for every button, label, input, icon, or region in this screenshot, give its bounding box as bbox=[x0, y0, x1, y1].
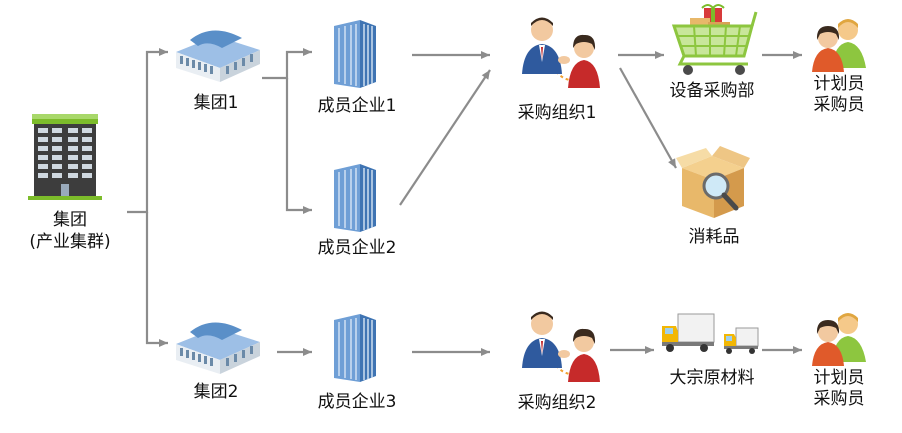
arrow-org1-consumables bbox=[619, 67, 677, 169]
member1-node bbox=[330, 18, 380, 90]
planner-buyer1-label-2: 采购员 bbox=[813, 95, 865, 115]
planner-buyer2-label-1: 计划员 bbox=[813, 368, 865, 388]
headquarters-building-icon bbox=[176, 30, 260, 82]
member2-label: 成员企业2 bbox=[317, 238, 397, 258]
arrow-member2-org1 bbox=[399, 69, 491, 206]
arrow-root-group2 bbox=[145, 212, 168, 347]
purchase-org2-label: 采购组织2 bbox=[517, 393, 597, 413]
headquarters-building-icon bbox=[176, 322, 260, 374]
arrow-group1-member2 bbox=[285, 78, 312, 214]
handshake-icon bbox=[522, 311, 600, 382]
purchase-org1-node bbox=[518, 14, 606, 90]
planner-buyer2-label-2: 采购员 bbox=[813, 389, 865, 409]
skyscraper-icon bbox=[334, 164, 376, 232]
planner-buyer2-node bbox=[810, 310, 868, 366]
box-magnifier-icon bbox=[676, 146, 750, 218]
equipment-dept-node bbox=[668, 4, 760, 76]
group-root-label-1: 集团 bbox=[53, 210, 87, 230]
planner-buyer1-label-1: 计划员 bbox=[813, 74, 865, 94]
skyscraper-icon bbox=[334, 20, 376, 88]
group2-label: 集团2 bbox=[193, 382, 239, 402]
handshake-icon bbox=[522, 17, 600, 88]
purchase-org2-node bbox=[518, 308, 606, 384]
member3-node bbox=[330, 312, 380, 384]
group-root-node bbox=[28, 112, 102, 200]
member3-label: 成员企业3 bbox=[317, 392, 397, 412]
two-people-icon bbox=[812, 313, 866, 366]
office-tower-icon bbox=[28, 114, 102, 200]
arrow-group1-member1 bbox=[262, 48, 312, 80]
two-people-icon bbox=[812, 19, 866, 72]
member2-node bbox=[330, 162, 380, 234]
bulk-materials-label: 大宗原材料 bbox=[669, 368, 755, 388]
skyscraper-icon bbox=[334, 314, 376, 382]
planner-buyer1-node bbox=[810, 16, 868, 72]
arrow-root-group1 bbox=[127, 48, 168, 214]
shopping-cart-icon bbox=[671, 4, 758, 75]
consumables-label: 消耗品 bbox=[688, 227, 740, 247]
truck-icon bbox=[662, 313, 759, 354]
member1-label: 成员企业1 bbox=[317, 96, 397, 116]
consumables-node bbox=[674, 146, 750, 222]
equipment-dept-label: 设备采购部 bbox=[669, 81, 755, 101]
group-root-label-2: (产业集群) bbox=[29, 232, 111, 252]
bulk-materials-node bbox=[658, 312, 762, 356]
group2-node bbox=[172, 314, 264, 376]
group1-node bbox=[172, 22, 264, 84]
group1-label: 集团1 bbox=[193, 93, 239, 113]
purchase-org1-label: 采购组织1 bbox=[517, 103, 597, 123]
